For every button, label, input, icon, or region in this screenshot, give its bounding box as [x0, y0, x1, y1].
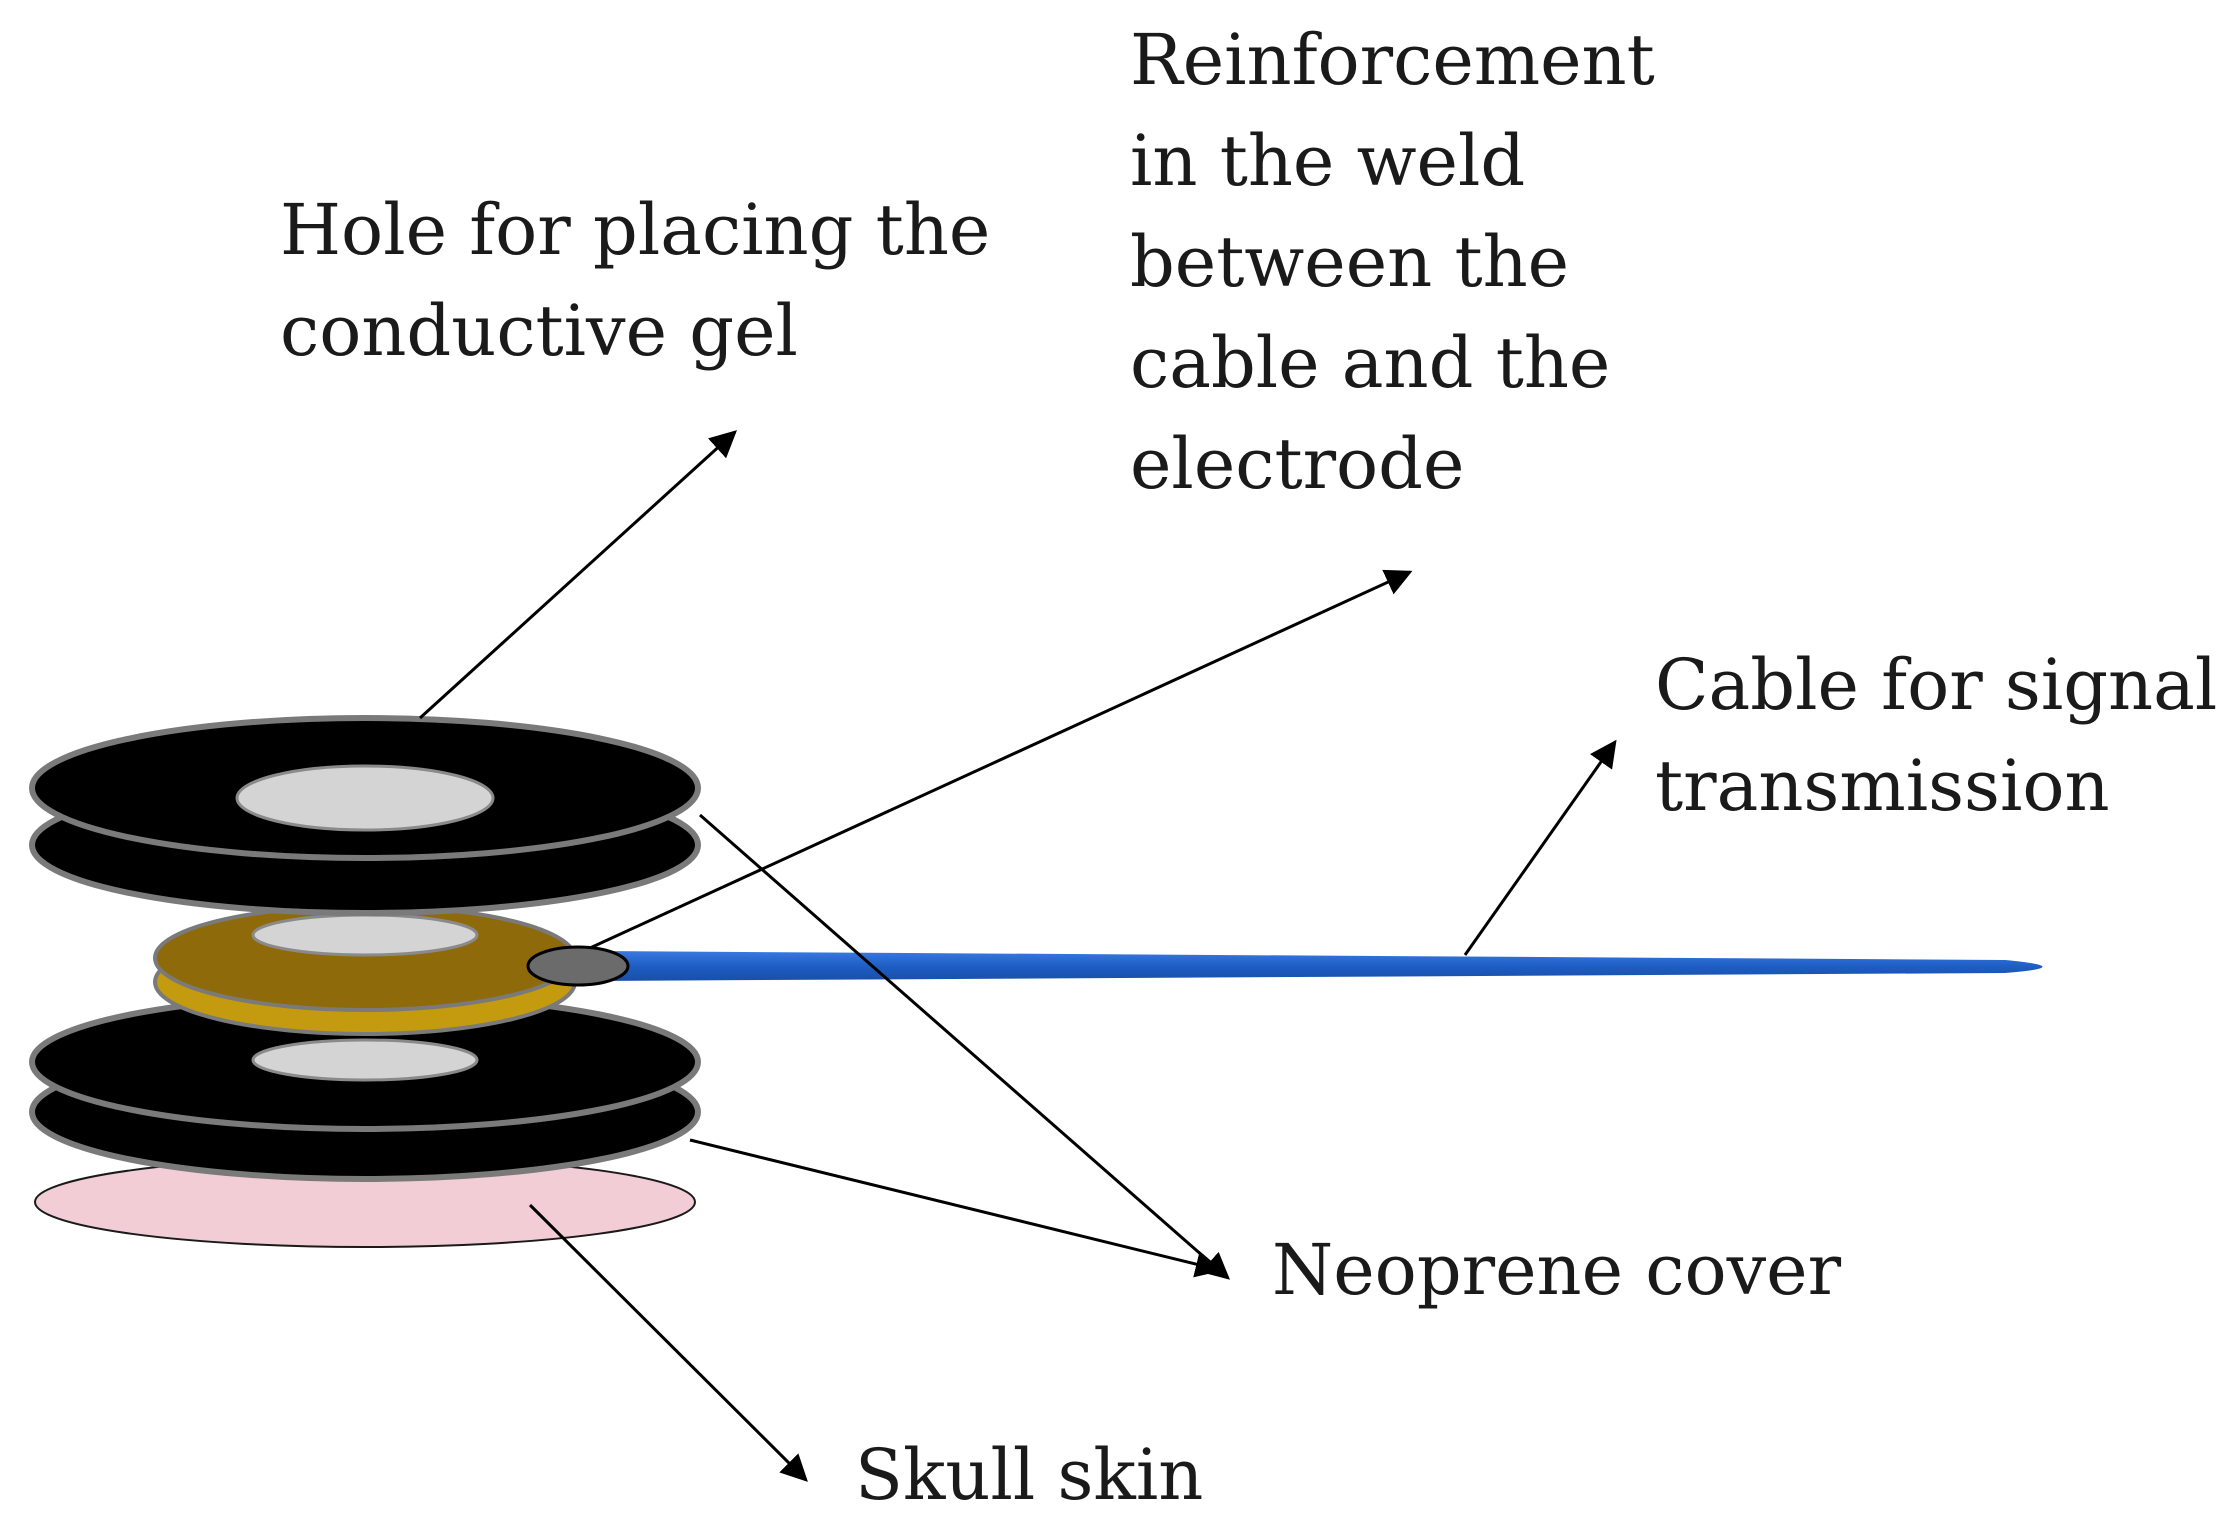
label-hole-conductive-gel: Hole for placing the conductive gel	[280, 189, 991, 372]
electrode-disc	[153, 904, 577, 1036]
arrow-to-hole-label	[418, 430, 737, 720]
bottom-disc-hole	[251, 1038, 479, 1082]
bottom-neoprene-disc	[29, 992, 701, 1182]
label-skull-skin: Skull skin	[855, 1434, 1204, 1516]
label-weld-reinforcement: Reinforcement in the weld between the ca…	[1130, 19, 1655, 505]
arrow-top-disc-to-neoprene	[699, 813, 1231, 1280]
top-neoprene-disc	[29, 715, 701, 916]
top-disc-hole	[235, 764, 495, 832]
electrode-hole	[251, 913, 479, 957]
weld-reinforcement	[526, 945, 630, 987]
arrow-bottom-disc-to-neoprene	[689, 1138, 1223, 1278]
arrow-to-skull-label	[528, 1203, 808, 1482]
signal-cable	[595, 951, 2043, 981]
label-neoprene-cover: Neoprene cover	[1272, 1229, 1842, 1311]
arrow-to-cable-label	[1463, 739, 1617, 956]
pointer-arrows	[418, 430, 1617, 1482]
arrow-to-reinforcement-label	[589, 569, 1413, 950]
label-signal-cable: Cable for signal transmission	[1655, 644, 2218, 827]
